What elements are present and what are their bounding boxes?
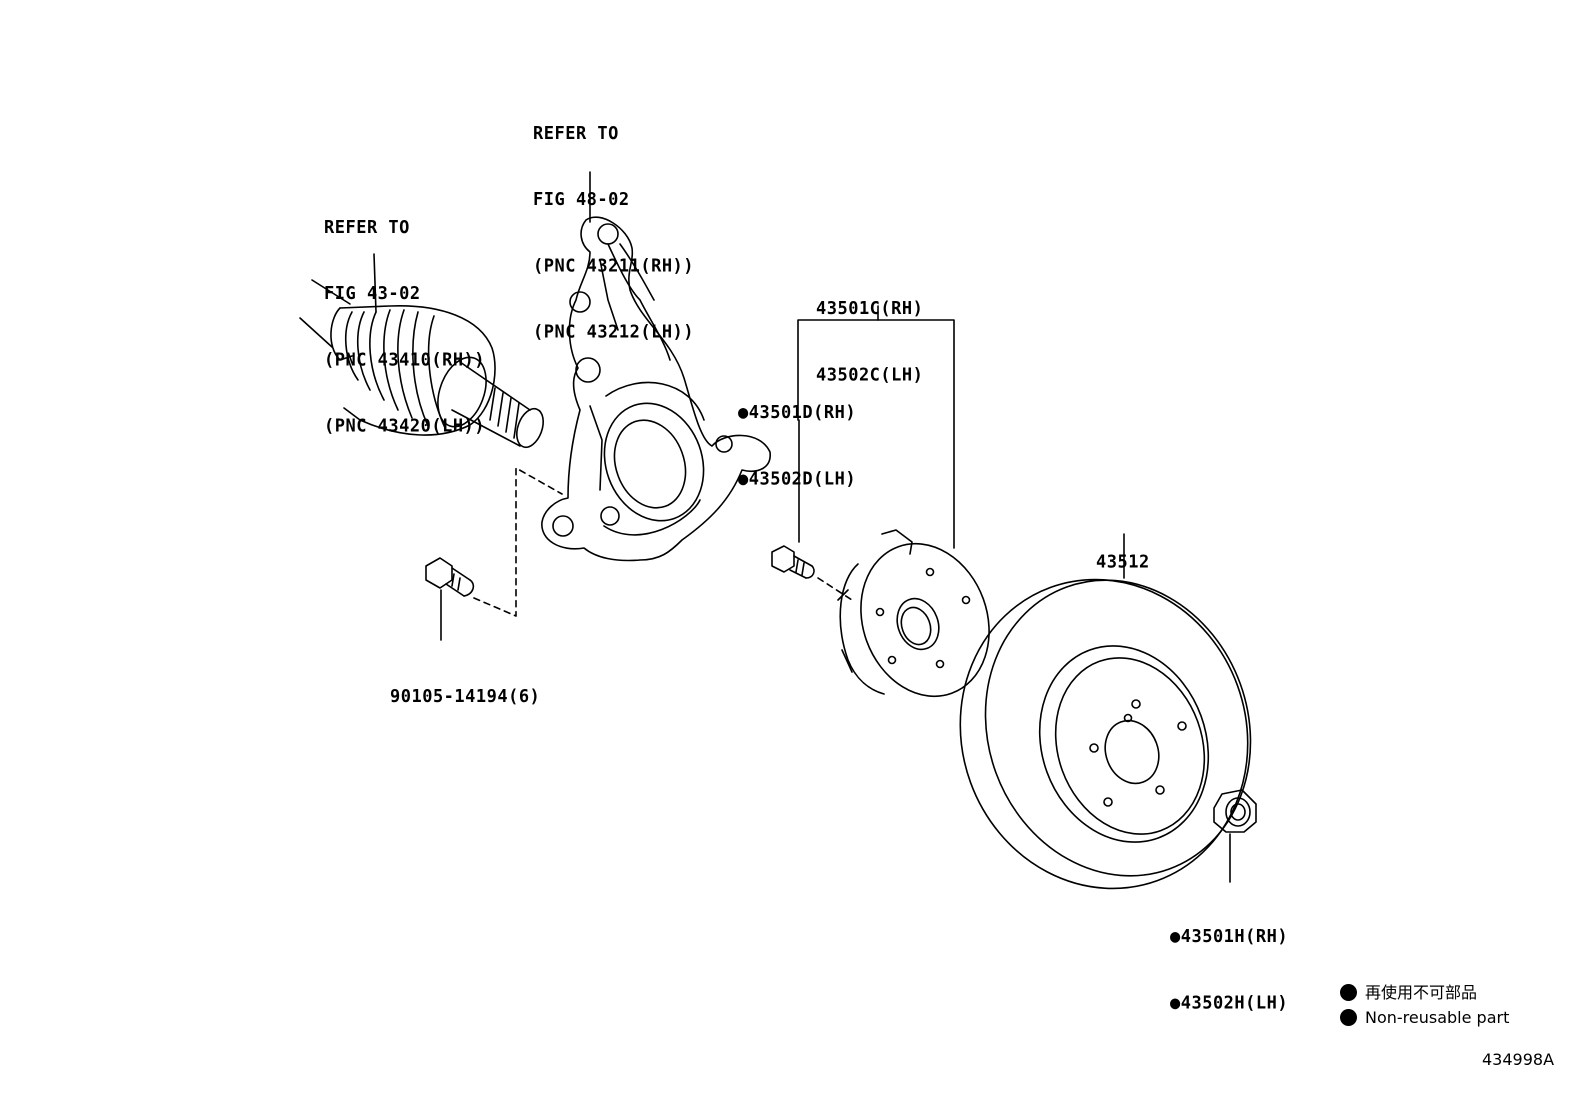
callout-hub-nut: ●43501H(RH) ●43502H(LH)	[1170, 882, 1288, 1036]
callout-driveshaft-line: (PNC 43420(LH))	[324, 415, 486, 437]
drive-shaft	[299, 253, 544, 449]
callout-knuckle-line: (PNC 43212(LH))	[533, 321, 695, 343]
callout-knuckle-line: FIG 48-02	[533, 189, 630, 211]
callout-hub-nut-line: ●43502H(LH)	[1170, 992, 1289, 1014]
legend-text-en: Non-reusable part	[1365, 1008, 1510, 1027]
legend-row-jp: 再使用不可部品	[1340, 980, 1509, 1005]
bullet-icon	[1340, 1009, 1357, 1026]
callout-driveshaft-line: FIG 43-02	[324, 283, 421, 305]
callout-knuckle: REFER TO FIG 48-02 (PNC 43211(RH)) (PNC …	[533, 79, 694, 366]
callout-hub-bolt: ●43501D(RH) ●43502D(LH)	[738, 358, 856, 512]
steering-knuckle	[541, 171, 771, 562]
callout-knuckle-bolt: 90105-14194(6)	[390, 642, 540, 730]
callout-hub-bolt-line: ●43501D(RH)	[738, 402, 857, 424]
callout-knuckle-bolt-line: 90105-14194(6)	[390, 686, 541, 707]
hub-bolt	[771, 419, 853, 601]
hub-nut	[1213, 789, 1257, 883]
callout-hub-assy-line: 43502C(LH)	[816, 364, 924, 386]
bullet-icon	[1340, 984, 1357, 1001]
callout-hub-nut-line: ●43501H(RH)	[1170, 926, 1289, 948]
callout-driveshaft: REFER TO FIG 43-02 (PNC 43410(RH)) (PNC …	[324, 173, 485, 460]
legend: 再使用不可部品 Non-reusable part	[1340, 980, 1509, 1030]
callout-driveshaft-line: (PNC 43410(RH))	[324, 349, 486, 371]
legend-row-en: Non-reusable part	[1340, 1005, 1509, 1030]
callout-hub-assy: 43501C(RH) 43502C(LH)	[816, 254, 923, 408]
hub-bearing-assy	[797, 305, 990, 698]
callout-driveshaft-line: REFER TO	[324, 217, 410, 239]
callout-rotor: 43512	[1096, 508, 1150, 596]
callout-hub-assy-line: 43501C(RH)	[816, 298, 924, 320]
callout-knuckle-line: (PNC 43211(RH))	[533, 255, 695, 277]
knuckle-bolt	[425, 467, 563, 641]
callout-knuckle-line: REFER TO	[533, 123, 619, 145]
callout-rotor-line: 43512	[1096, 552, 1150, 573]
figure-id: 434998A	[1482, 1050, 1555, 1069]
legend-text-jp: 再使用不可部品	[1365, 983, 1478, 1002]
callout-hub-bolt-line: ●43502D(LH)	[738, 468, 857, 490]
disc-rotor	[959, 533, 1252, 890]
